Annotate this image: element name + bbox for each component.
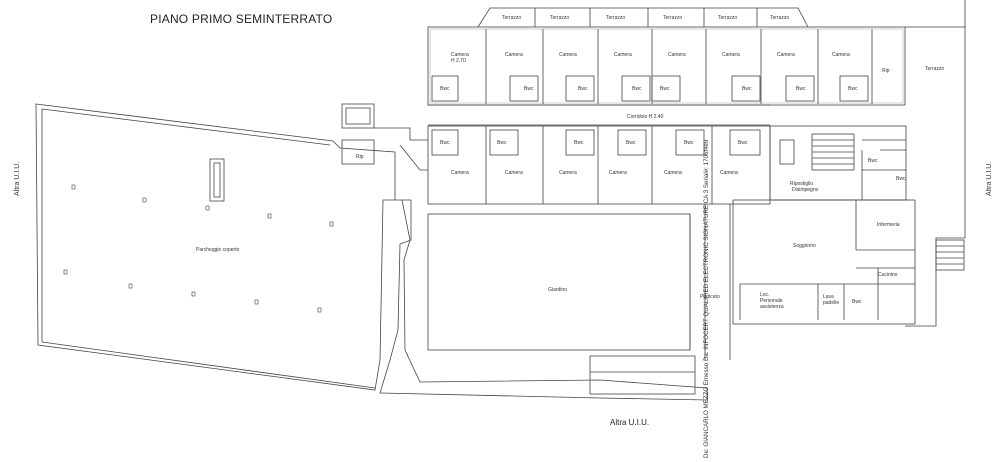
- other-unit-bottom-label: Altra U.I.U.: [610, 418, 650, 427]
- terrace-right-label: Terrazzo: [925, 66, 945, 72]
- ripostiglio-label: Ripostiglio: [790, 181, 814, 187]
- bath-label-bottom-5: Bwc: [684, 140, 694, 146]
- bath-small-label: Bwc: [852, 299, 862, 305]
- bath-label-top-3: Bwc: [578, 86, 588, 92]
- room-label-bottom-5: Camera: [664, 170, 682, 176]
- room-label-bottom-3: Camera: [559, 170, 577, 176]
- room-label-top-8: Camera: [832, 52, 850, 58]
- rip-left-label: Rip: [356, 154, 364, 160]
- bath-right-b-label: Bwc: [896, 176, 906, 182]
- soggiorno-label: Soggiorno: [793, 243, 816, 249]
- room-label-top-5: Camera: [668, 52, 686, 58]
- lava-padelle-label: Lava padelle: [823, 294, 840, 306]
- room-label-bottom-6: Camera: [720, 170, 738, 176]
- other-unit-left-label: Altra U.I.U.: [14, 161, 21, 196]
- terrace-label-4: Terrazzo: [663, 15, 683, 21]
- bath-label-top-6: Bwc: [742, 86, 752, 92]
- bath-label-bottom-2: Bwc: [497, 140, 507, 146]
- terrace-label-3: Terrazzo: [606, 15, 626, 21]
- room-label-top-3: Camera: [559, 52, 577, 58]
- lift: [341, 103, 375, 129]
- corridor-label: Corridoio H 2.40: [627, 114, 664, 120]
- rip-left: [341, 139, 375, 165]
- bath-label-top-2: Bwc: [524, 86, 534, 92]
- room-label-top-6: Camera: [722, 52, 740, 58]
- room-label-bottom-4: Camera: [609, 170, 627, 176]
- room-label-bottom-2: Camera: [505, 170, 523, 176]
- bath-label-bottom-6: Bwc: [738, 140, 748, 146]
- terrace-label-6: Terrazzo: [770, 15, 790, 21]
- bath-label-top-7: Bwc: [796, 86, 806, 92]
- lower-block-walls: [427, 125, 771, 205]
- room-label-bottom-1: Camera: [451, 170, 469, 176]
- bath-label-top-5: Bwc: [660, 86, 670, 92]
- digital-signature-stamp: De: GIANCARLO MEZZO Emesso Da: INFOCERT …: [703, 139, 710, 458]
- cucinino-label: Cucinino: [878, 272, 898, 278]
- upper-block-walls: [427, 7, 906, 126]
- plan-title: PIANO PRIMO SEMINTERRATO: [150, 12, 333, 26]
- infermeria-label: Infermeria: [877, 222, 900, 228]
- bath-label-top-1: Bwc: [440, 86, 450, 92]
- terrace-label-1: Terrazzo: [502, 15, 522, 21]
- room-label-top-7: Camera: [777, 52, 795, 58]
- bath-label-bottom-3: Bwc: [574, 140, 584, 146]
- room-label-top-1: Camera H 2.70: [451, 52, 469, 64]
- room-label-top-4: Camera: [614, 52, 632, 58]
- room-label-top-2: Camera: [505, 52, 523, 58]
- day-area-walls: [732, 199, 916, 325]
- bath-label-bottom-4: Bwc: [626, 140, 636, 146]
- porticato-label: Porticato: [700, 294, 720, 300]
- parking-outline: [35, 103, 708, 401]
- garden-label: Giardino: [548, 287, 567, 293]
- rip-top-label: Rip: [882, 68, 890, 74]
- bath-label-top-4: Bwc: [632, 86, 642, 92]
- bath-label-top-8: Bwc: [848, 86, 858, 92]
- terrace-label-2: Terrazzo: [550, 15, 570, 21]
- parking-pillars: [63, 184, 334, 313]
- locale-personale-label: Loc. Personale assistenza: [760, 292, 784, 310]
- right-block-walls: [769, 125, 907, 201]
- disimpegno-label: Disimpegno: [792, 187, 819, 193]
- parking-label: Parcheggio coperto: [196, 247, 240, 253]
- terrace-label-5: Terrazzo: [718, 15, 738, 21]
- ramp: [209, 158, 225, 202]
- bath-right-a-label: Bwc: [868, 158, 878, 164]
- garden-outline: [427, 213, 691, 351]
- bath-label-bottom-1: Bwc: [440, 140, 450, 146]
- other-unit-right-label: Altra U.I.U.: [986, 161, 993, 196]
